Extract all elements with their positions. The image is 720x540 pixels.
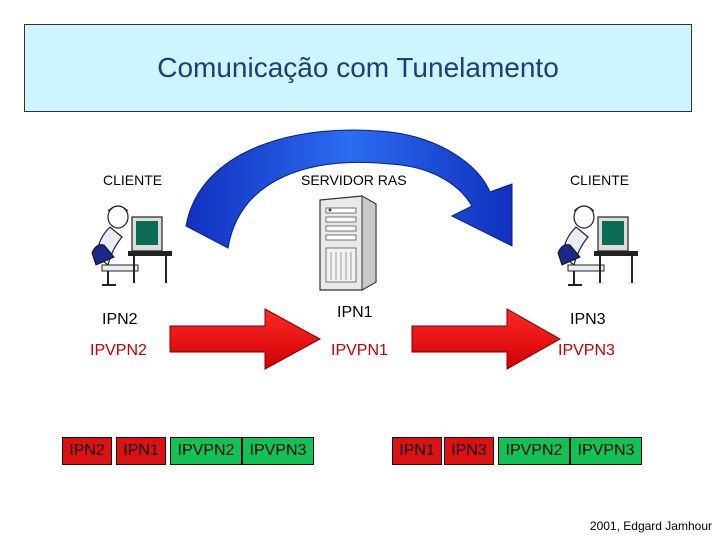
left-packet-inner-src: IPVPN2 [170, 437, 242, 465]
red-arrow-right [411, 308, 562, 370]
left-packet-header-dst: IPN1 [116, 437, 166, 465]
right-vpn-ip-label: IPVPN3 [558, 342, 615, 359]
center-node-label: SERVIDOR RAS [301, 172, 407, 188]
right-packet-inner-src: IPVPN2 [498, 437, 570, 465]
right-ip-label: IPN3 [570, 311, 606, 328]
right-node-label: CLIENTE [570, 172, 630, 188]
left-computer-user-icon [91, 205, 172, 286]
center-vpn-ip-label: IPVPN1 [331, 342, 388, 359]
left-ip-label: IPN2 [102, 311, 138, 328]
diagram-title: Comunicação com Tunelamento [157, 52, 559, 83]
title-box: Comunicação com Tunelamento [24, 24, 692, 112]
left-vpn-ip-label: IPVPN2 [90, 342, 147, 359]
right-computer-user-icon [557, 205, 638, 286]
center-ip-label: IPN1 [337, 304, 373, 321]
right-packet-header-src: IPN1 [392, 437, 442, 465]
tunnel-arc-arrow [185, 129, 513, 249]
server-icon [319, 195, 377, 291]
credit-footer: 2001, Edgard Jamhour [589, 519, 712, 533]
left-packet-header-src: IPN2 [62, 437, 112, 465]
right-packet-header-dst: IPN3 [444, 437, 494, 465]
red-arrow-left [169, 308, 322, 370]
right-packet-inner-dst: IPVPN3 [570, 437, 642, 465]
left-packet-inner-dst: IPVPN3 [242, 437, 314, 465]
left-node-label: CLIENTE [103, 172, 163, 188]
